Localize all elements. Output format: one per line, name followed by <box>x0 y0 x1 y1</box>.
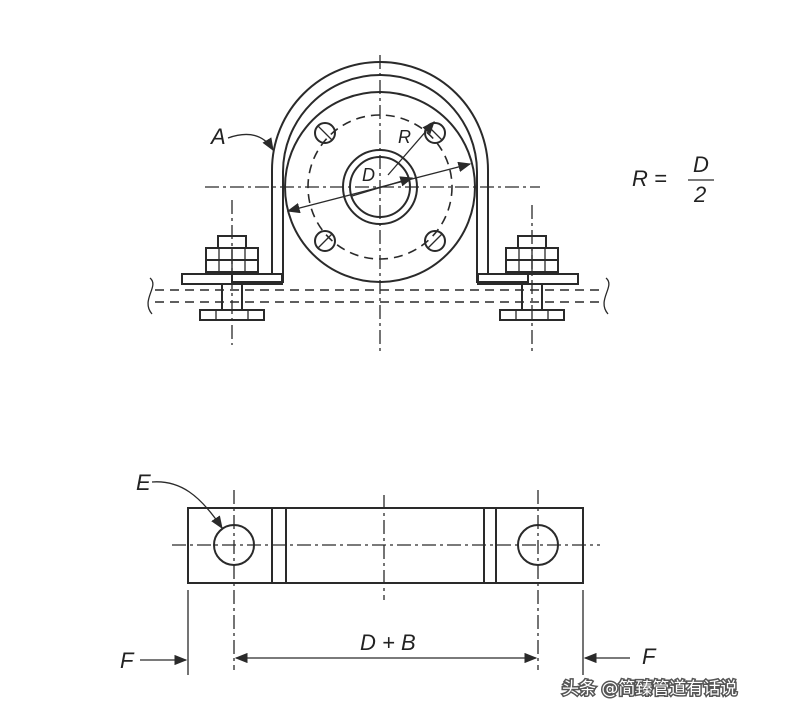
elevation-view: D R A <box>147 55 610 355</box>
bolt-holes <box>314 122 446 252</box>
label-dim-db: D + B <box>360 630 416 655</box>
watermark-text: 头条 @简臻管道有话说 <box>562 679 737 699</box>
radius-line <box>387 121 435 176</box>
watermark: 头条 @简臻管道有话说 <box>561 678 739 701</box>
label-a: A <box>209 124 226 149</box>
label-d: D <box>362 165 375 185</box>
label-e-leader <box>151 481 223 530</box>
label-r: R <box>398 127 411 147</box>
break-right <box>603 277 610 315</box>
formula-lhs: R = <box>632 166 667 191</box>
flange-disk <box>284 91 476 283</box>
left-bolt-assembly <box>181 200 283 345</box>
strap-right-foot <box>476 273 529 283</box>
label-f-right: F <box>642 644 657 669</box>
strap-left-foot <box>231 273 284 283</box>
formula-numerator: D <box>693 152 709 177</box>
strap-outer <box>271 61 489 274</box>
radius-formula: R = D 2 <box>632 152 714 207</box>
label-f-left: F <box>120 648 135 673</box>
flange-diameter-line <box>286 161 472 214</box>
label-e: E <box>136 470 151 495</box>
plan-view: E F F D + B <box>120 470 657 675</box>
formula-denominator: 2 <box>693 182 706 207</box>
break-left <box>147 277 154 315</box>
label-a-leader <box>227 133 274 152</box>
strap-inner <box>282 74 478 274</box>
right-bolt-assembly <box>477 205 579 355</box>
